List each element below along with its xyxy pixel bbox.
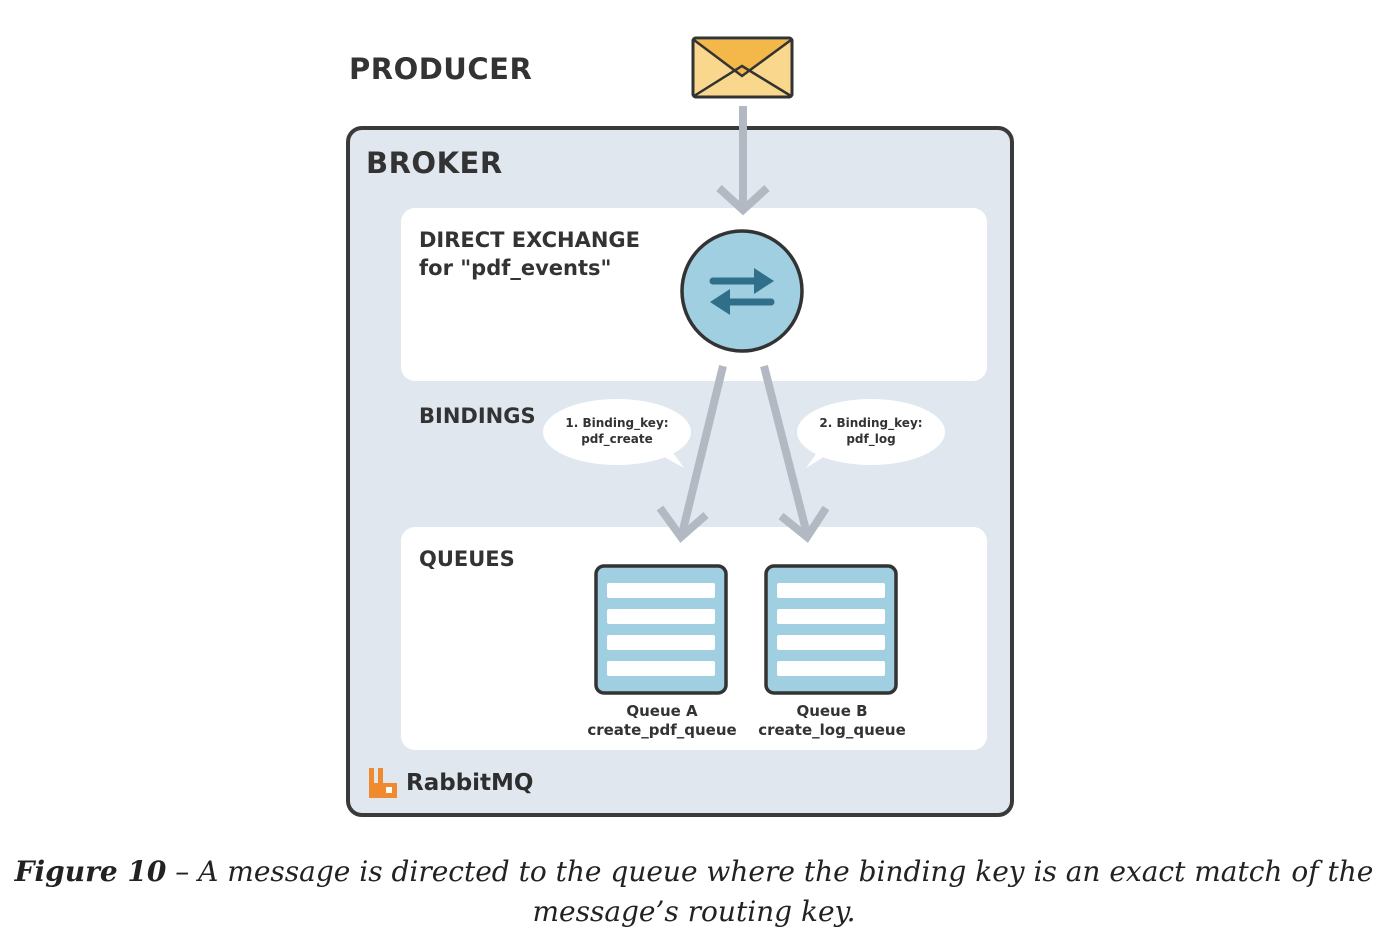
producer-to-exchange-arrow xyxy=(716,106,770,216)
queue-b-id: create_log_queue xyxy=(758,721,906,739)
brand-name: RabbitMQ xyxy=(406,770,534,796)
binding-b-text: 2. Binding_key: pdf_log xyxy=(806,415,936,447)
queues-label: QUEUES xyxy=(419,547,515,571)
queue-icon xyxy=(594,564,728,695)
binding-b-line1: 2. Binding_key: xyxy=(819,416,923,430)
exchange-title-line2: for "pdf_events" xyxy=(419,256,612,280)
queue-icon xyxy=(764,564,898,695)
figure-caption: Figure 10 – A message is directed to the… xyxy=(0,852,1388,932)
bindings-label: BINDINGS xyxy=(419,404,536,428)
broker-label: BROKER xyxy=(366,146,503,180)
queue-b-name: Queue B xyxy=(796,702,868,720)
binding-a-line2: pdf_create xyxy=(581,432,653,446)
exchange-title-line1: DIRECT EXCHANGE xyxy=(419,228,640,252)
rabbitmq-logo-icon xyxy=(369,768,397,798)
queue-a-caption: Queue A create_pdf_queue xyxy=(576,702,748,740)
figure-number: Figure 10 xyxy=(14,855,167,888)
producer-label: PRODUCER xyxy=(349,52,533,86)
queue-b-caption: Queue B create_log_queue xyxy=(746,702,918,740)
binding-b-line2: pdf_log xyxy=(846,432,896,446)
queue-a-id: create_pdf_queue xyxy=(587,721,737,739)
queue-a-name: Queue A xyxy=(626,702,698,720)
exchange-to-queue-a-arrow xyxy=(656,365,727,543)
envelope-icon xyxy=(691,36,794,99)
binding-a-line1: 1. Binding_key: xyxy=(565,416,669,430)
exchange-swap-icon xyxy=(680,229,804,353)
binding-a-bubble xyxy=(543,399,691,468)
binding-b-bubble xyxy=(797,399,945,468)
exchange-to-queue-b-arrow xyxy=(760,365,830,543)
binding-a-text: 1. Binding_key: pdf_create xyxy=(552,415,682,447)
figure-caption-text: – A message is directed to the queue whe… xyxy=(166,855,1374,928)
